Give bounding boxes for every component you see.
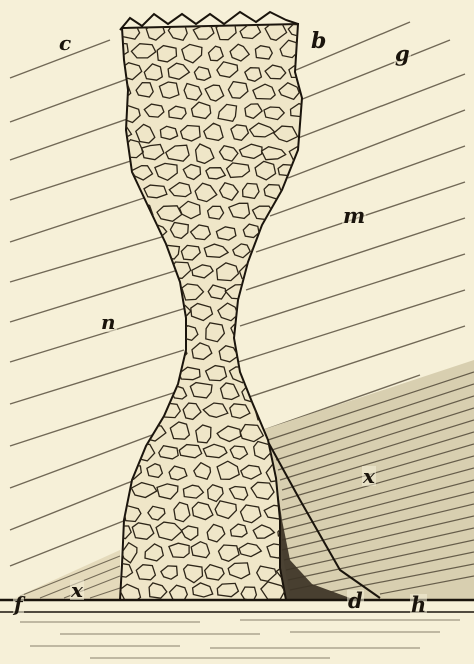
pebble: [144, 302, 163, 320]
pebble: [241, 304, 259, 321]
pebble: [123, 343, 140, 359]
label-x-right: x: [362, 466, 376, 486]
pebble: [136, 405, 152, 423]
pebble: [280, 406, 300, 419]
label-f: f: [13, 594, 24, 614]
pebble: [278, 327, 297, 342]
pebble: [122, 225, 141, 240]
pebble: [159, 365, 176, 381]
pebble: [265, 263, 282, 279]
pebble: [267, 385, 285, 400]
pebble: [252, 366, 272, 381]
pebble: [132, 282, 154, 300]
label-x-left: x: [70, 580, 84, 600]
pebble: [294, 308, 308, 322]
lower-left-slope: [10, 550, 120, 600]
pebble: [158, 284, 180, 303]
pebble: [275, 247, 299, 262]
pebble: [293, 187, 309, 202]
pebble: [121, 381, 140, 399]
pebble: [135, 325, 154, 340]
pebble: [123, 262, 139, 279]
pebble: [290, 383, 307, 396]
pebble: [119, 185, 140, 199]
pebble: [266, 305, 289, 320]
label-d: d: [347, 590, 364, 611]
pebble: [281, 364, 298, 381]
pebble: [255, 324, 274, 339]
ground-surface: [0, 600, 474, 664]
label-m: m: [342, 205, 366, 226]
pebble: [276, 287, 299, 298]
pebble: [122, 427, 144, 440]
pebble: [145, 382, 163, 398]
pebble: [289, 345, 308, 362]
label-n: n: [100, 312, 117, 332]
pebble: [112, 167, 131, 179]
label-h: h: [410, 594, 427, 615]
label-g: g: [394, 43, 411, 64]
pebble: [136, 244, 155, 258]
pebble: [158, 322, 178, 341]
pebble: [131, 365, 154, 377]
pebble: [110, 403, 132, 418]
label-c: c: [58, 33, 72, 53]
pebble: [263, 226, 284, 239]
pebble: [123, 302, 141, 317]
label-b: b: [310, 30, 327, 52]
